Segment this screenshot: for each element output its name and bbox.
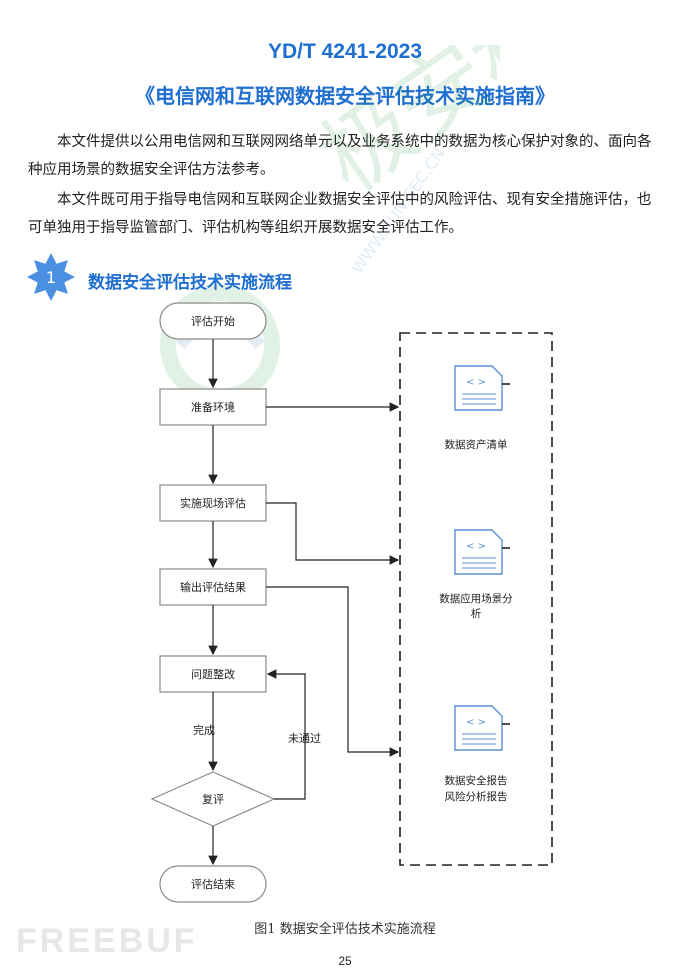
intro-paragraph-1: 本文件提供以公用电信网和互联网网络单元以及业务系统中的数据为核心保护对象的、面向… xyxy=(28,134,652,178)
start-label: 评估开始 xyxy=(191,314,235,328)
documents-container xyxy=(399,332,553,866)
figure-caption: 图1 数据安全评估技术实施流程 xyxy=(254,922,436,937)
document-icon: < > xyxy=(454,705,510,751)
document-icon: < > xyxy=(454,529,510,575)
intro-paragraph-2: 本文件既可用于指导电信网和互联网企业数据安全评估中的风险评估、现有安全措施评估，… xyxy=(28,192,652,236)
onsite-label: 实施现场评估 xyxy=(180,496,246,510)
rectify-step xyxy=(159,655,267,693)
rectify-label: 问题整改 xyxy=(191,667,235,681)
doc-scenario-label-line1: 数据应用场景分 xyxy=(439,592,513,605)
output-step xyxy=(159,568,267,606)
freebuf-brand-logo: FREEBUF xyxy=(16,922,198,960)
svg-text:< >: < > xyxy=(466,717,486,728)
edge-label-done: 完成 xyxy=(193,723,215,737)
document-icon: < > xyxy=(454,365,510,411)
section-number: 1 xyxy=(46,268,56,287)
star-badge-icon xyxy=(27,253,75,301)
page-number: 25 xyxy=(338,954,352,968)
section-number-badge: 1 xyxy=(27,253,75,301)
arrow-review-rectify-loop xyxy=(266,669,306,800)
doc-asset-list-label: 数据资产清单 xyxy=(445,438,508,451)
end-terminator xyxy=(159,865,267,903)
edge-label-not-passed: 未通过 xyxy=(288,732,321,745)
doc-report-label-line2: 风险分析报告 xyxy=(445,790,508,803)
arrow-onsite-docs xyxy=(266,502,400,565)
end-label: 评估结束 xyxy=(191,878,235,891)
review-label: 复评 xyxy=(202,792,224,806)
prepare-label: 准备环境 xyxy=(191,400,235,414)
svg-text:< >: < > xyxy=(466,541,486,552)
doc-report-label-line1: 数据安全报告 xyxy=(445,774,508,787)
standard-code: YD/T 4241-2023 xyxy=(267,40,423,63)
doc-scenario-label-line2: 析 xyxy=(471,607,482,620)
output-label: 输出评估结果 xyxy=(180,580,246,594)
standard-name: 《电信网和互联网数据安全评估技术实施指南》 xyxy=(135,84,555,108)
section-title: 数据安全评估技术实施流程 xyxy=(88,273,292,293)
svg-text:< >: < > xyxy=(466,377,486,388)
onsite-step xyxy=(159,484,267,522)
arrow-output-docs xyxy=(266,586,400,757)
